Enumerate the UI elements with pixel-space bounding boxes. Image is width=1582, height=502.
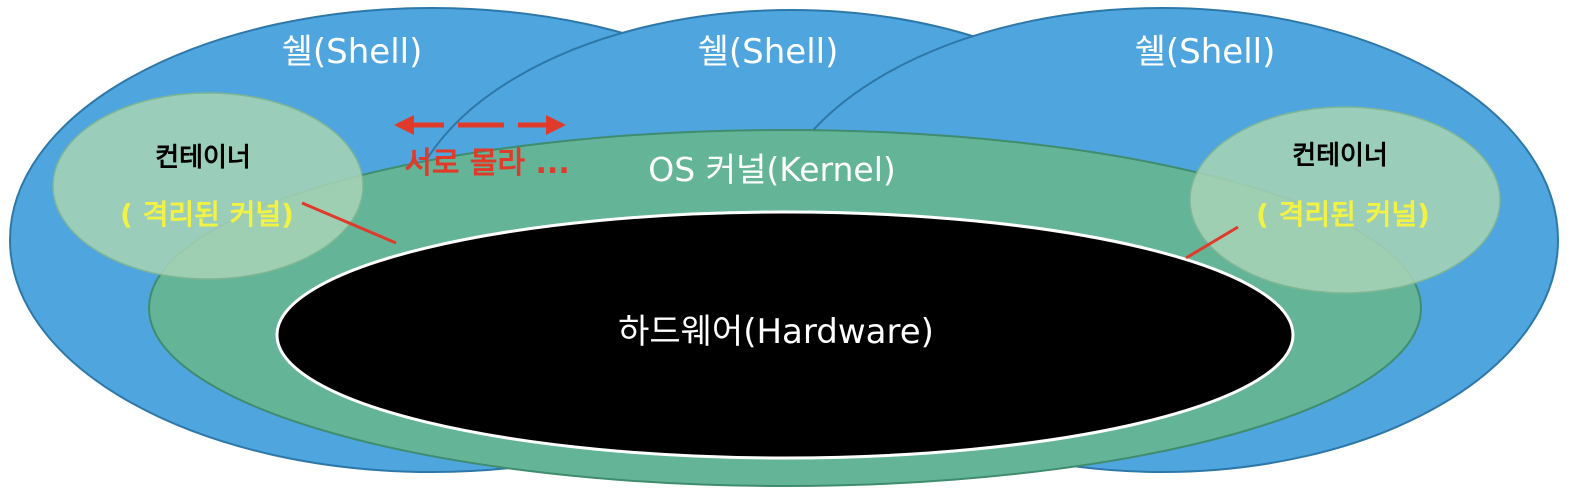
shell-label-right: 쉘(Shell) [1135,32,1276,72]
container-connector-right [1185,225,1239,260]
shell-label-center: 쉘(Shell) [698,32,839,72]
container-title-right: 컨테이너 [1292,141,1388,171]
shell-label-left: 쉘(Shell) [282,32,423,72]
hardware-ellipse [275,210,1295,460]
container-title-left: 컨테이너 [155,143,251,173]
isolation-annotation: 서로 몰라 ... [404,146,569,181]
container-subtitle-right: ( 격리된 커널) [1256,198,1430,231]
kernel-label: OS 커널(Kernel) [648,150,896,189]
container-connector-left [301,201,397,245]
hardware-label: 하드웨어(Hardware) [618,312,934,352]
container-ellipse-left [52,92,364,280]
container-ellipse-right [1189,106,1501,294]
container-subtitle-left: ( 격리된 커널) [120,198,294,231]
